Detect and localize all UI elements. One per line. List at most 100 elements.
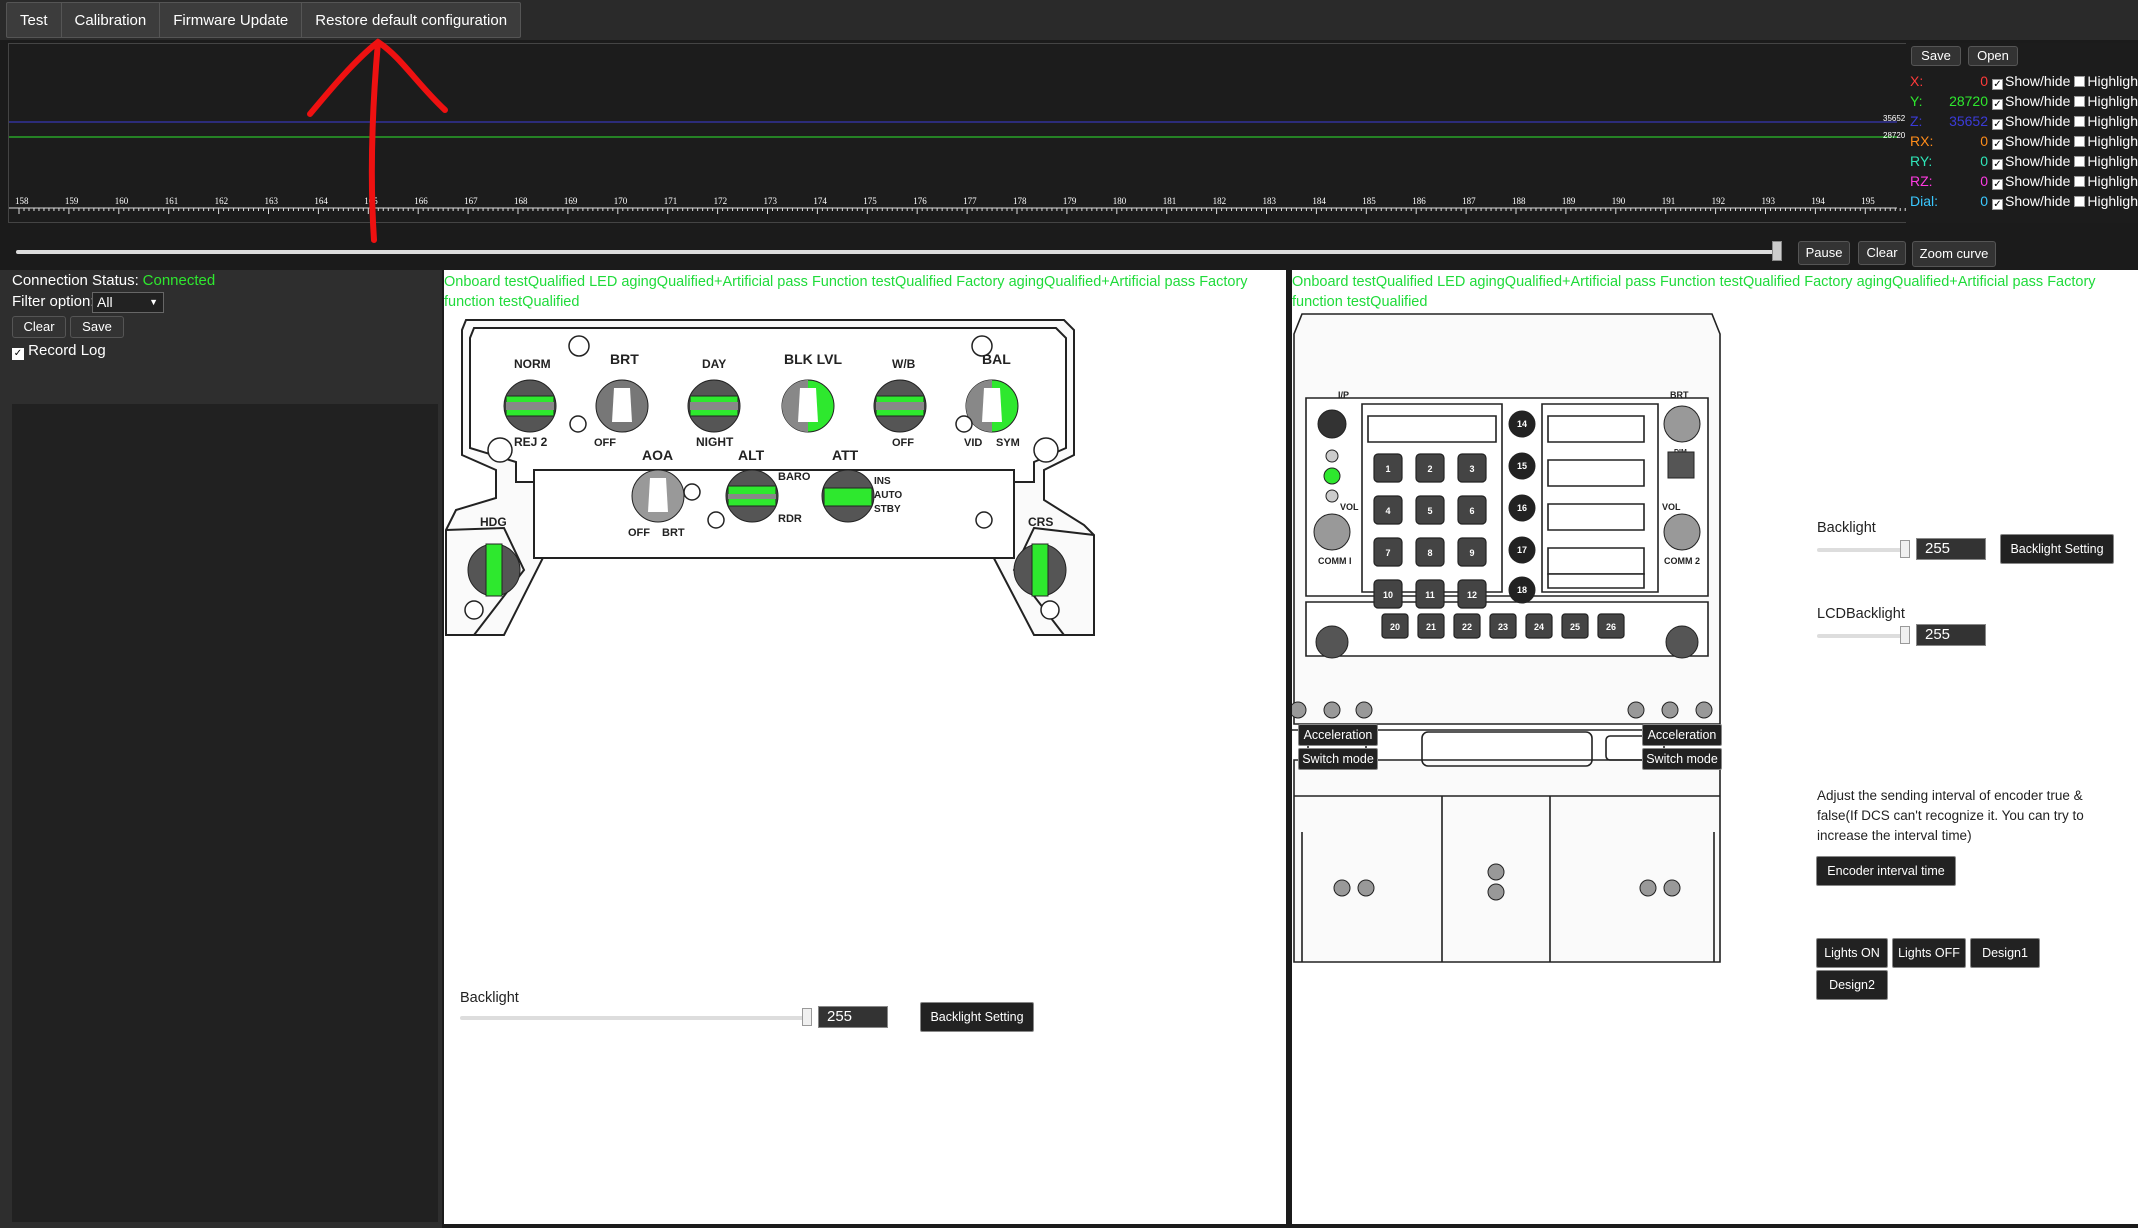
legend-value: 0 [1980,73,1988,89]
ufc-key [1458,580,1486,608]
highlight-checkbox[interactable] [2074,156,2086,167]
highlight-checkbox[interactable] [2074,196,2086,207]
x-tick-label: 193 [1762,196,1776,206]
save-log-button[interactable]: Save [70,316,124,338]
highlight-checkbox[interactable] [2074,76,2086,87]
record-log-option[interactable]: ✓ Record Log [12,342,106,360]
tab-test[interactable]: Test [7,3,62,37]
pause-button[interactable]: Pause [1798,241,1850,265]
ufc-key [1416,496,1444,524]
design2-button[interactable]: Design2 [1816,970,1888,1000]
backlight-slider-thumb-2[interactable] [1900,540,1910,558]
backlight-slider-2[interactable] [1817,548,1909,552]
rdr-label: RDR [778,513,802,525]
backlight-value[interactable]: 255 [818,1006,888,1028]
tab-restore-default[interactable]: Restore default configuration [315,12,508,29]
x-tick-label: 180 [1113,196,1127,206]
highlight-checkbox[interactable] [2074,116,2086,127]
hdg-knob: HDG [468,515,520,596]
acceleration-button-left[interactable]: Acceleration [1298,724,1378,746]
tab-firmware-update[interactable]: Firmware Update [160,3,303,37]
highlight-label: Highlight [2087,93,2138,109]
record-log-label: Record Log [28,342,106,359]
aoa-knob: AOA OFF BRT [628,447,685,539]
lcd-backlight-value[interactable]: 255 [1916,624,1986,646]
clear-log-button[interactable]: Clear [12,316,66,338]
open-curve-button[interactable]: Open [1968,46,2018,66]
hud-panel-drawing: NORM REJ 2 BRT OFF DAY NIGHT BLK LVL W/B [444,310,1104,676]
encoder-interval-button[interactable]: Encoder interval time [1816,856,1956,886]
x-tick-label: 181 [1163,196,1177,206]
ufc-bottom-key-number: 26 [1606,622,1616,632]
ufc-bottom-key [1598,614,1624,638]
backlight-setting-button[interactable]: Backlight Setting [920,1002,1034,1032]
comm1-label: COMM I [1318,556,1352,566]
chart-scroll-thumb[interactable] [1772,241,1782,261]
ufc-key-number: 9 [1469,548,1474,558]
backlight-label: Backlight [460,990,519,1006]
backlight-slider[interactable] [460,1016,810,1020]
highlight-label: Highlight [2087,73,2138,89]
design1-button[interactable]: Design1 [1970,938,2040,968]
show-hide-checkbox[interactable]: ✓ [1992,139,2003,150]
save-curve-button[interactable]: Save [1911,46,1961,66]
legend-name: RY: [1910,153,1933,169]
ufc-key [1374,538,1402,566]
qa-status-text-2: Onboard testQualified LED agingQualified… [1292,274,2096,310]
lights-off-button[interactable]: Lights OFF [1892,938,1966,968]
highlight-checkbox[interactable] [2074,136,2086,147]
lcd-backlight-slider[interactable] [1817,634,1909,638]
x-tick-label: 174 [813,196,827,206]
log-output [12,404,438,1222]
option-buttons [1509,411,1535,603]
show-hide-checkbox[interactable]: ✓ [1992,159,2003,170]
switch-mode-button-left[interactable]: Switch mode [1298,748,1378,770]
acceleration-button-right[interactable]: Acceleration [1642,724,1722,746]
highlight-checkbox[interactable] [2074,176,2086,187]
x-tick-label: 159 [65,196,79,206]
led-indicators [1324,450,1340,502]
bal-label: BAL [982,351,1011,367]
backlight-setting-button-2[interactable]: Backlight Setting [2000,534,2114,564]
legend-value: 35652 [1949,113,1988,129]
ufc-key-number: 3 [1469,464,1474,474]
x-tick-label: 179 [1063,196,1077,206]
backlight-label-2: Backlight [1817,520,1876,536]
ins-label: INS [874,476,891,487]
lcd-backlight-slider-thumb[interactable] [1900,626,1910,644]
ufc-key [1416,454,1444,482]
chart-scroll-slider[interactable] [16,250,1782,254]
aoa-brt-label: BRT [662,527,685,539]
zoom-curve-button[interactable]: Zoom curve [1912,241,1996,267]
x-tick-label: 172 [714,196,728,206]
show-hide-checkbox[interactable]: ✓ [1992,79,2003,90]
backlight-value-2[interactable]: 255 [1916,538,1986,560]
clear-chart-button[interactable]: Clear [1858,241,1906,265]
ufc-bottom-key-number: 22 [1462,622,1472,632]
wb-knob: W/B OFF [874,357,926,449]
backlight-slider-thumb[interactable] [802,1008,812,1026]
show-hide-checkbox[interactable]: ✓ [1992,179,2003,190]
tab-calibration[interactable]: Calibration [62,3,161,37]
ufc-key [1416,580,1444,608]
show-hide-checkbox[interactable]: ✓ [1992,119,2003,130]
filter-label: Filter option: [12,293,95,310]
comm1-knob: VOL COMM I [1314,502,1359,566]
legend-name: RZ: [1910,173,1933,189]
show-hide-checkbox[interactable]: ✓ [1992,199,2003,210]
filter-select[interactable]: All ▼ [92,292,164,313]
highlight-checkbox[interactable] [2074,96,2086,107]
day-label: DAY [702,357,726,371]
show-hide-label: Show/hide [2005,193,2071,209]
connection-status-label: Connection Status: [12,272,139,289]
lights-on-button[interactable]: Lights ON [1816,938,1888,968]
crs-knob: CRS [1014,515,1066,596]
record-log-checkbox[interactable]: ✓ [12,348,24,360]
switch-mode-button-right[interactable]: Switch mode [1642,748,1722,770]
ufc-key-number: 1 [1385,464,1390,474]
x-tick-label: 175 [863,196,877,206]
show-hide-checkbox[interactable]: ✓ [1992,99,2003,110]
